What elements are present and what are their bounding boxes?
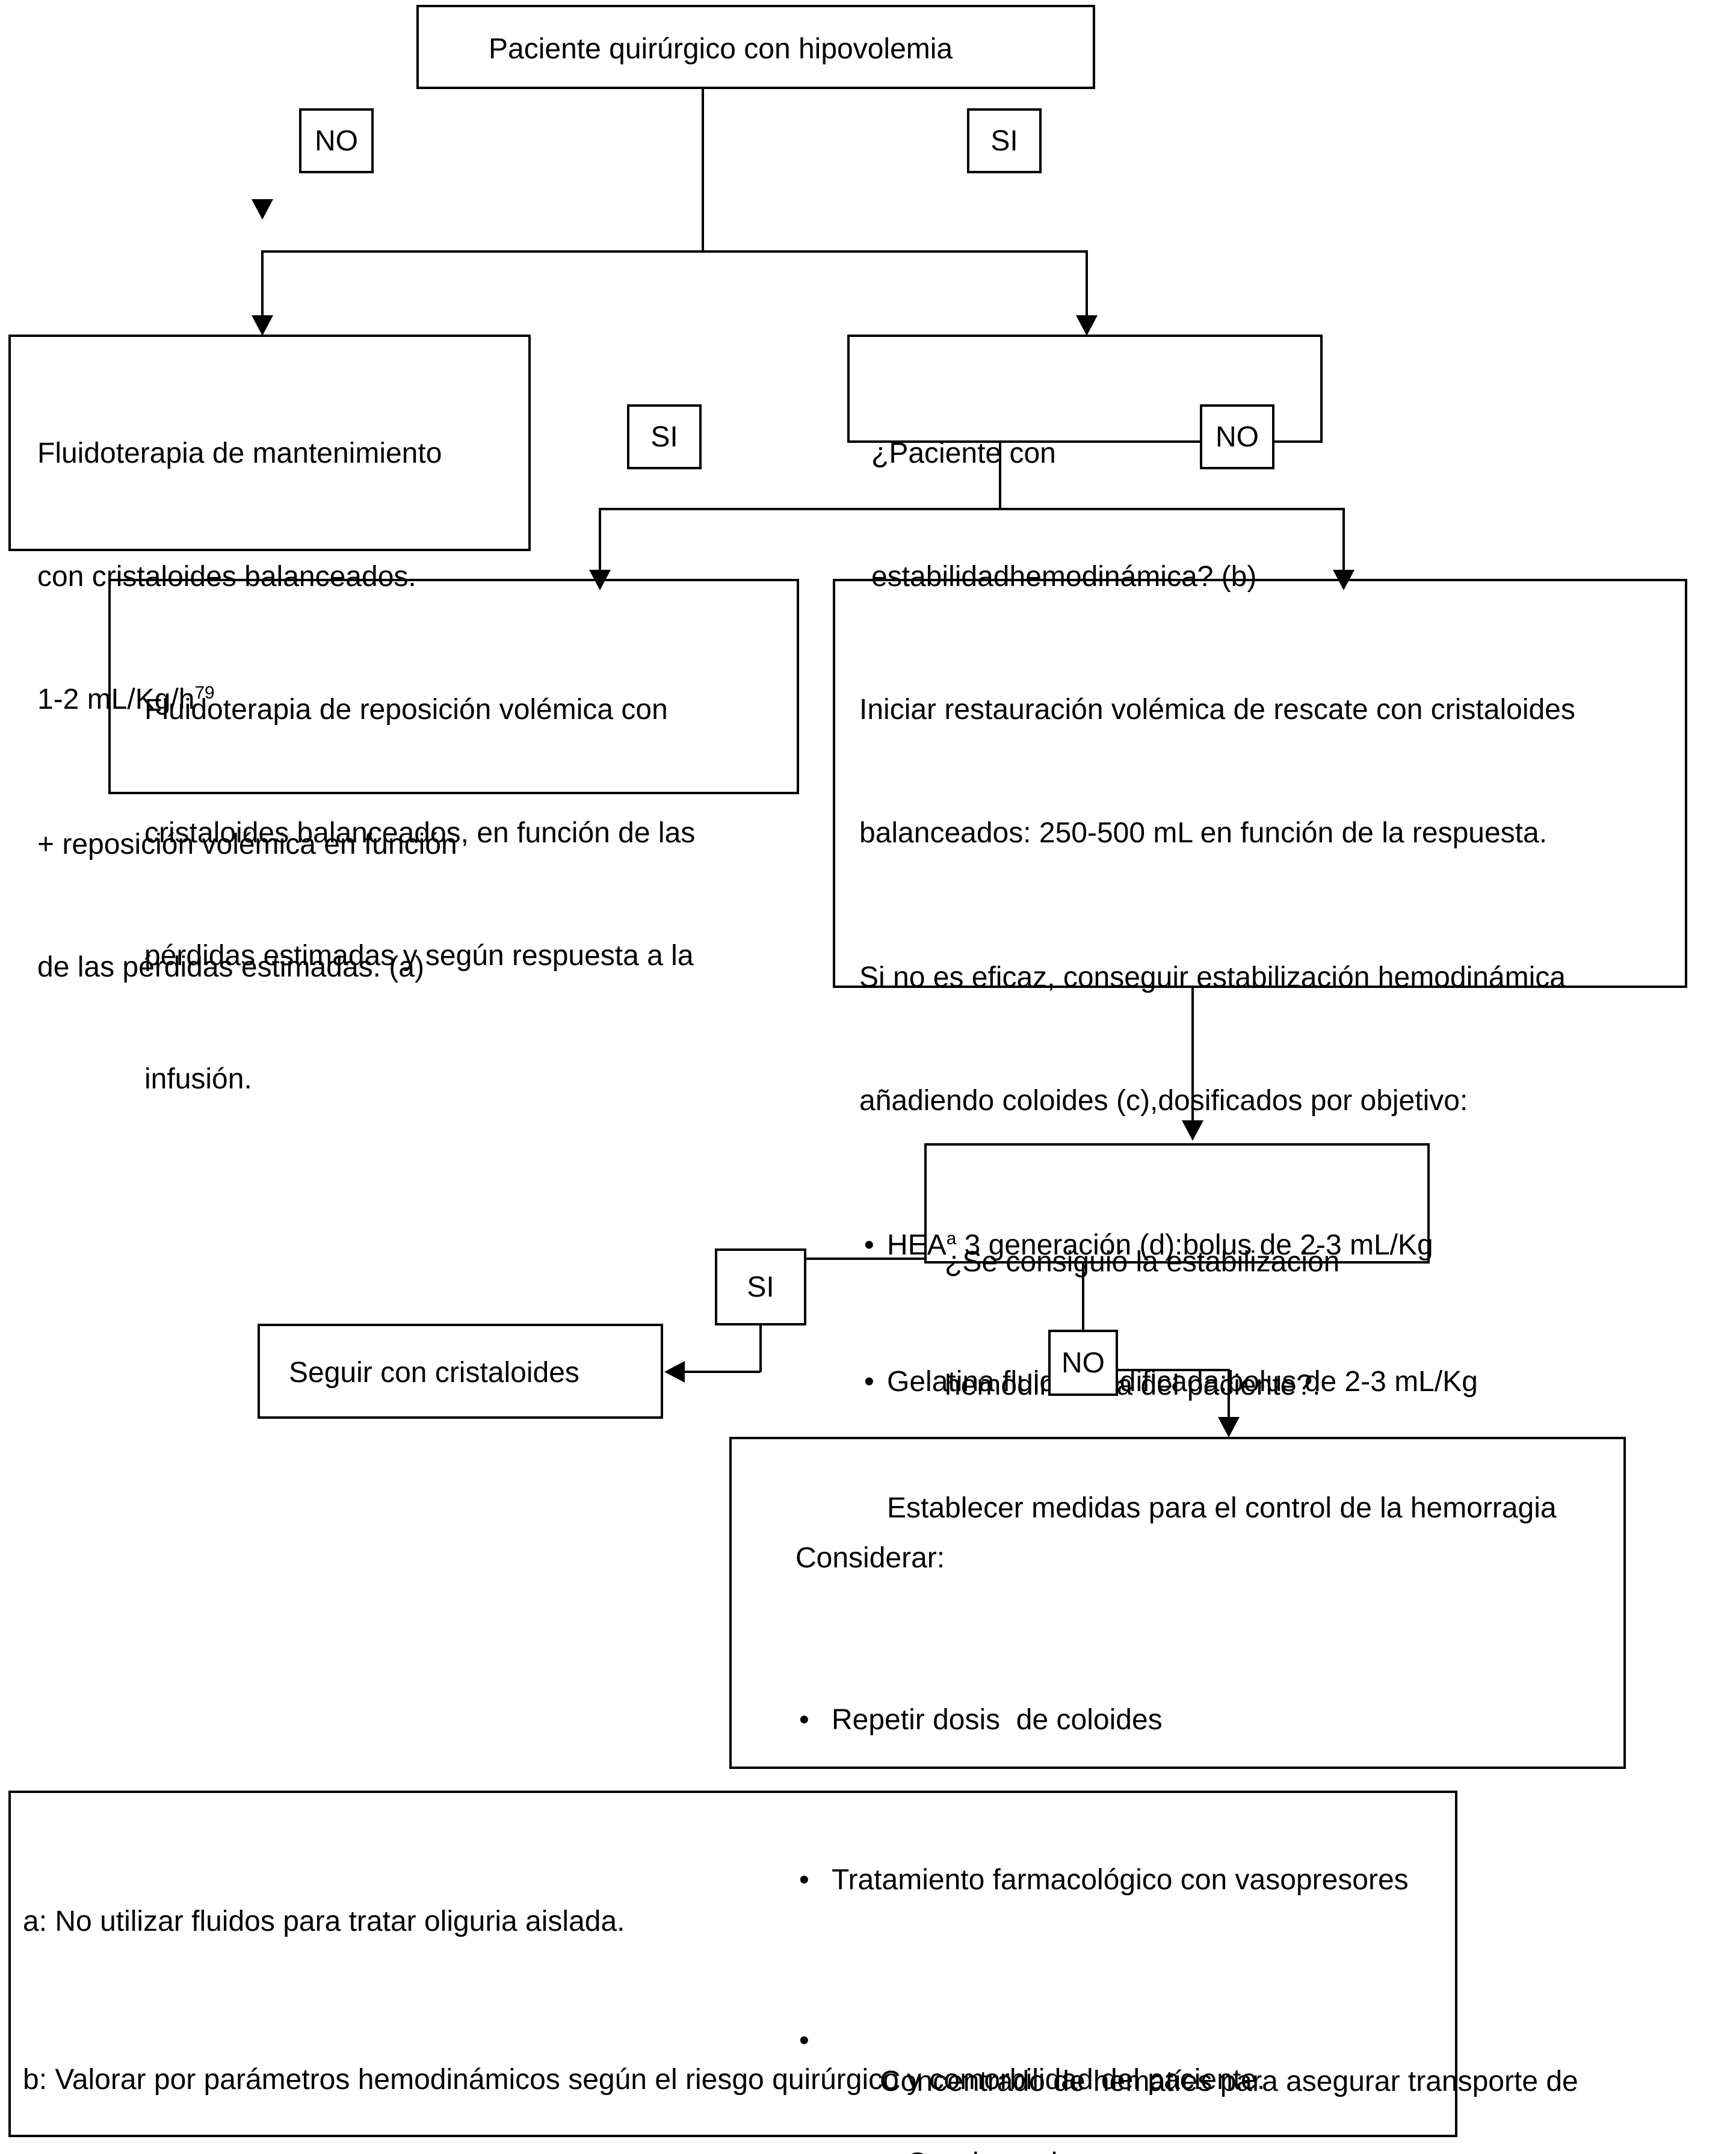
connector-hemo-stem [999,443,1001,510]
node-replacement-box [108,579,799,794]
rescue-p2-line-2: añadiendo coloides (c),dosificados por o… [859,1084,1468,1117]
consider-bullet-3-o2-post: adecuado. [939,2147,1081,2154]
stab-decision-line-1: ¿Se consiguió la estabilización [945,1246,1340,1279]
label-third-no: NO [1048,1330,1118,1396]
arrow-to-stabilization-decision [1182,1120,1203,1141]
arrow-to-hemo-decision [1076,315,1098,336]
maintenance-line-2: con cristaloides balanceados. [37,560,416,593]
node-maintenance-box [8,335,531,551]
consider-bullet-2-label: Tratamiento farmacológico con vasopresor… [832,1864,1409,1896]
replacement-line-4: infusión. [144,1063,252,1095]
arrow-to-maintenance-head [252,315,273,336]
consider-bullet-3-o2-pre: O [906,2147,928,2154]
rescue-bullet-1: HEAa 3 generación (d):bolus de 2-3 mL/Kg [859,1225,1672,1266]
arrow-to-maintenance [252,199,273,220]
connector-stab-si-to-continue [674,1371,761,1373]
connector-hemo-distributor [599,508,1345,510]
arrow-to-consider-box [1218,1417,1240,1437]
arrow-to-replacement [589,570,611,590]
consider-bullet-3-line-1: Concentrado de hematíes para asegurar tr… [880,2065,1578,2097]
node-title-text: Paciente quirúrgico con hipovolemia [489,33,953,65]
hemo-decision-line-1: ¿Paciente con [871,437,1056,470]
rescue-p1-line-2: balanceados: 250-500 mL en función de la… [859,816,1548,849]
arrow-to-rescue [1333,570,1355,590]
rescue-p2-line-1: Si no es eficaz, conseguir estabilizació… [859,961,1566,994]
node-footnotes-text: a: No utilizar fluidos para tratar oligu… [23,1819,1449,2154]
maintenance-line-4: + reposición volémica en función [37,828,457,860]
node-continue-text: Seguir con cristaloides [289,1357,579,1389]
rescue-last-line: Establecer medidas para el control de la… [859,1488,1672,1529]
hemo-decision-line-2: estabilidadhemodinámica? (b) [871,560,1257,593]
connector-top-right-drop [1086,250,1088,319]
connector-top-distributor [261,250,1088,253]
node-hemodynamic-decision-text: ¿Paciente con estabilidadhemodinámica? (… [871,351,1317,679]
label-second-no: NO [1200,404,1274,469]
consider-bullet-1-label: Repetir dosis de coloides [832,1703,1163,1736]
consider-bullet-2: Tratamiento farmacológico con vasopresor… [795,1860,1614,1901]
label-second-si: SI [627,404,702,469]
rescue-bullet-1-post: 3 generación (d):bolus de 2-3 mL/Kg [956,1229,1433,1262]
rescue-last-line-label: Establecer medidas para el control de la… [887,1492,1557,1525]
connector-stab-no-stem [1082,1264,1084,1330]
maintenance-line-3: 1-2 mL/Kg/h [37,684,195,716]
maintenance-line-1: Fluidoterapia de mantenimiento [37,437,442,470]
node-maintenance-text: Fluidoterapia de mantenimiento con crist… [37,351,513,1070]
node-rescue-box [833,579,1687,988]
node-continue-box [258,1324,663,1419]
connector-hemo-left-drop [599,508,601,574]
consider-bullet-3: Concentrado de hematíes para asegurar tr… [795,2020,1614,2154]
replacement-line-1: Fluidoterapia de reposición volémica con [144,694,668,726]
node-stabilization-decision-text: ¿Se consiguió la estabilización hemodiná… [945,1160,1426,1488]
connector-hemo-right-drop [1342,508,1345,574]
footnote-b: b: Valorar por parámetros hemodinámicos … [23,2063,1265,2096]
node-title-box [416,5,1095,89]
label-top-si: SI [967,108,1042,173]
label-top-no: NO [299,108,374,173]
maintenance-ref-79: 79 [194,683,215,703]
connector-top-left-drop [261,250,264,319]
connector-stab-si-down [759,1325,762,1372]
rescue-bullet-1-pre: HEA [887,1229,947,1262]
connector-title-stem [702,89,704,252]
replacement-line-2: cristaloides balanceados, en función de … [144,816,696,849]
consider-heading: Considerar: [795,1542,945,1575]
node-consider-text: Considerar: Repetir dosis de coloides Tr… [795,1456,1614,2154]
footnote-a: a: No utilizar fluidos para tratar oligu… [23,1906,625,1938]
consider-bullet-1: Repetir dosis de coloides [795,1700,1614,1741]
arrow-to-continue-box [664,1361,685,1383]
rescue-p1-line-1: Iniciar restauración volémica de rescate… [859,694,1575,726]
stab-decision-line-2: hemodinámica del paciente?. [945,1369,1321,1401]
maintenance-line-5: de las pérdidas estimadas. (a) [37,951,424,984]
label-third-si: SI [715,1248,806,1325]
rescue-bullet-1-ref: a [946,1229,957,1249]
replacement-line-3: pérdidas estimadas y según respuesta a l… [144,940,694,972]
connector-rescue-to-stab [1191,988,1194,1125]
node-replacement-text: Fluidoterapia de reposición volémica con… [144,608,788,1182]
